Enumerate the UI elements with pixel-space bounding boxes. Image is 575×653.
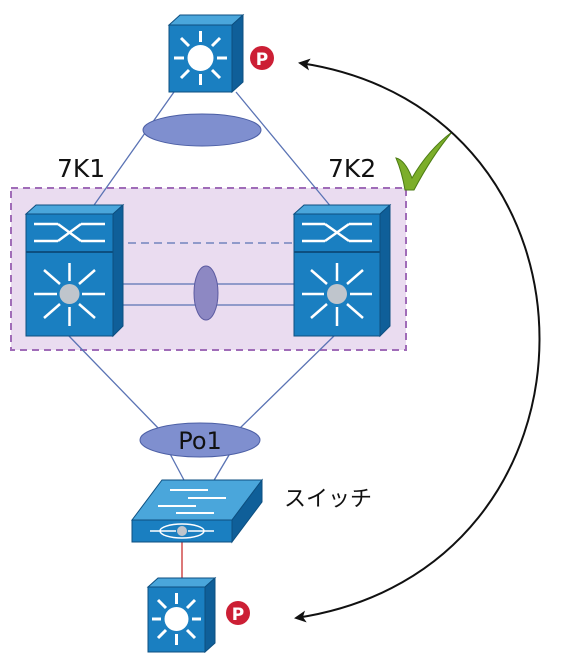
link-lines xyxy=(67,91,336,483)
peer-link-oval xyxy=(193,265,219,321)
po1-label: Po1 xyxy=(178,427,222,455)
right-nexus-switch-icon xyxy=(292,203,392,338)
svg-text:P: P xyxy=(256,50,268,70)
7k1-label: 7K1 xyxy=(57,154,105,183)
bottom-router-icon xyxy=(146,576,217,653)
left-nexus-switch-icon xyxy=(24,203,125,338)
7k2-label: 7K2 xyxy=(328,154,376,183)
po1-port-channel-oval xyxy=(139,422,261,458)
access-switch-icon xyxy=(131,478,263,544)
svg-text:P: P xyxy=(232,605,244,625)
checkmark-icon xyxy=(395,131,453,191)
bottom-priority-badge: P xyxy=(226,601,250,625)
top-router-icon xyxy=(167,13,245,94)
upper-port-channel-oval xyxy=(142,113,262,147)
top-priority-badge: P xyxy=(250,46,274,70)
bidirectional-arc-arrow xyxy=(294,58,541,623)
access-switch-label: スイッチ xyxy=(284,487,372,512)
